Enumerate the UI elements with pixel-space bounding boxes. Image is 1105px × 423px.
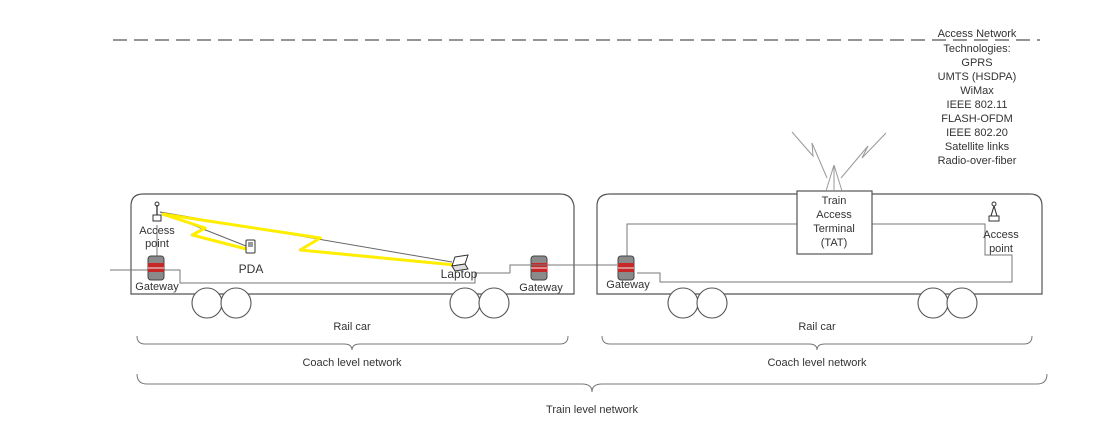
car2-coach-network-label: Coach level network	[767, 357, 867, 369]
gateway-server-icon	[530, 255, 548, 281]
tat-label: Train	[822, 195, 847, 207]
car1-wire-gateway-to-ap	[164, 269, 510, 284]
inter-car-link	[509, 264, 617, 273]
train-access-terminal-box	[796, 190, 873, 255]
train-level-brace	[136, 373, 1048, 393]
car2-gateway-label: Gateway	[606, 279, 650, 291]
lightning-bolt-icon	[161, 212, 456, 267]
car1-coach-network-label: Coach level network	[302, 357, 402, 369]
legend-item: Technologies:	[943, 43, 1010, 55]
car1-gateway-right-label: Gateway	[519, 282, 563, 294]
legend-item: IEEE 802.11	[947, 99, 1008, 111]
rail-car-1-body	[130, 193, 575, 295]
legend-item: WiMax	[960, 85, 994, 97]
legend-item: FLASH-OFDM	[941, 113, 1013, 125]
car2-wire-tat-ap	[637, 223, 1013, 283]
gateway-server-icon	[147, 255, 165, 281]
wheel-icon	[667, 287, 728, 319]
rail-car-2-label: Rail car	[798, 321, 836, 333]
car1-access-point-label: Access	[139, 225, 175, 237]
legend-item: IEEE 802.20	[946, 127, 1008, 139]
wheel-icon	[917, 287, 978, 319]
antenna-icon	[988, 201, 1000, 222]
rail-car-1-label: Rail car	[333, 321, 371, 333]
access-network-legend: Access Network Technologies: GPRS UMTS (…	[938, 28, 1017, 167]
rail-car-2-body	[596, 193, 1043, 295]
tat-label: Terminal	[813, 223, 855, 235]
rail-car-2-brace	[601, 335, 1033, 351]
pda-icon	[245, 239, 256, 254]
car1-gateway-left-label: Gateway	[135, 281, 179, 293]
wheel-icon	[449, 287, 510, 319]
car2-access-point-label: point	[989, 243, 1013, 255]
pda-label: PDA	[239, 262, 264, 276]
gateway-server-icon	[617, 255, 635, 281]
car1-access-point-label: point	[145, 238, 169, 250]
antenna-icon	[791, 131, 887, 192]
antenna-icon	[152, 201, 162, 222]
legend-item: GPRS	[961, 57, 992, 69]
train-level-network-label: Train level network	[546, 404, 638, 416]
laptop-icon	[451, 254, 469, 272]
laptop-label: Laptop	[441, 267, 478, 281]
legend-title: Access Network	[938, 28, 1017, 40]
wheel-icon	[191, 287, 252, 319]
car2-access-point-label: Access	[983, 229, 1019, 241]
car2-wire-gateway-tat-ap	[626, 223, 797, 258]
legend-item: UMTS (HSDPA)	[938, 71, 1017, 83]
legend-item: Satellite links	[945, 141, 1010, 153]
lightning-bolt-icon	[161, 212, 251, 252]
tat-label: (TAT)	[821, 237, 847, 249]
tat-label: Access	[816, 209, 852, 221]
legend-item: Radio-over-fiber	[938, 155, 1017, 167]
rail-car-1-brace	[136, 335, 569, 351]
